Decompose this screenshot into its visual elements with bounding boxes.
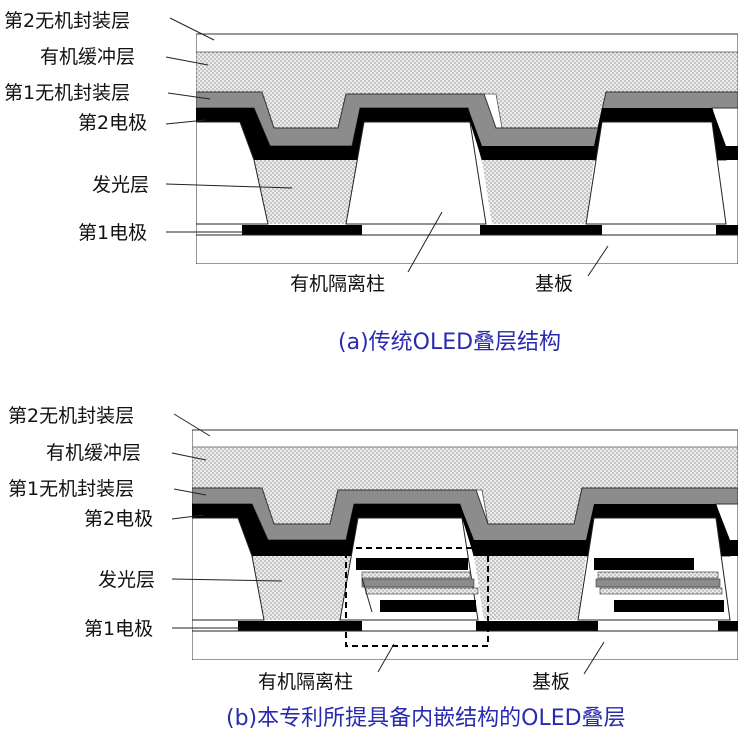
embedded-emitting-top (361, 571, 471, 579)
pillar-left-edge-b (192, 517, 265, 621)
leader-emitting-a (165, 183, 293, 189)
embedded-emitting-mid-2 (599, 587, 723, 595)
leader-pillar-a (407, 211, 443, 273)
organic-pillar-a (345, 121, 487, 225)
panel-a (196, 33, 738, 264)
organic-pillar-a2 (585, 121, 727, 225)
label-emitting-layer-a: 发光层 (92, 174, 149, 196)
label-inorganic-encap-2-b: 第2无机封装层 (8, 405, 134, 427)
electrode-1-b3 (718, 621, 738, 631)
leader-pillar-b (377, 643, 395, 673)
embedded-electrode-bottom (380, 600, 476, 612)
panel-a-labels: 第2无机封装层 有机缓冲层 第1无机封装层 第2电极 发光层 第1电极 有机隔离… (4, 10, 609, 355)
leader-substrate-a (587, 245, 609, 277)
caption-a: (a)传统OLED叠层结构 (338, 330, 561, 355)
label-organic-buffer-b: 有机缓冲层 (46, 442, 141, 464)
label-inorganic-encap-1-b: 第1无机封装层 (8, 478, 134, 500)
leader-buffer-a (165, 56, 209, 66)
label-electrode-2-b: 第2电极 (84, 508, 153, 530)
panel-b (192, 429, 738, 660)
electrode-1-a3 (716, 225, 738, 235)
pillar-left-edge-a (196, 121, 269, 225)
label-inorganic-encap-1-a: 第1无机封装层 (4, 82, 130, 104)
leader-encap-1-b (173, 488, 207, 496)
leader-electrode-2-a (165, 119, 207, 125)
embedded-gray (361, 578, 475, 588)
electrode-1-b (238, 621, 362, 631)
caption-b: (b)本专利所提具备内嵌结构的OLED叠层 (226, 706, 626, 731)
embedded-emitting-mid (365, 587, 479, 595)
electrode-1-a (242, 225, 362, 235)
embedded-gray-2 (595, 578, 721, 588)
embedded-electrode-top-2 (594, 558, 694, 570)
label-emitting-layer-b: 发光层 (98, 569, 155, 591)
label-substrate-a: 基板 (535, 273, 573, 295)
embedded-electrode-bottom-2 (614, 600, 724, 612)
leader-encap-1-a (167, 92, 211, 100)
leader-substrate-b (583, 641, 605, 675)
label-electrode-1-b: 第1电极 (84, 618, 153, 640)
emitting-layer-b2 (474, 556, 586, 620)
leader-buffer-b (171, 452, 207, 461)
electrode-1-b2 (476, 621, 598, 631)
label-organic-pillar-b: 有机隔离柱 (258, 671, 353, 693)
panel-b-labels: 第2无机封装层 有机缓冲层 第1无机封装层 第2电极 发光层 第1电极 有机隔离… (8, 405, 626, 731)
electrode-1-a2 (480, 225, 602, 235)
emitting-layer-b (252, 556, 352, 620)
embedded-emitting-top-2 (597, 571, 719, 579)
leader-encap-2-a (169, 17, 215, 41)
label-inorganic-encap-2-a: 第2无机封装层 (4, 10, 130, 32)
emitting-layer-a2 (482, 160, 594, 224)
label-organic-buffer-a: 有机缓冲层 (40, 46, 135, 68)
emitting-layer-a (254, 160, 358, 224)
leader-emitting-b (171, 578, 283, 582)
label-substrate-b: 基板 (532, 671, 570, 693)
label-electrode-1-a: 第1电极 (78, 222, 147, 244)
leader-electrode-2-b (171, 514, 205, 520)
leader-encap-2-b (173, 413, 211, 437)
embedded-electrode-top (356, 558, 468, 570)
label-organic-pillar-a: 有机隔离柱 (290, 273, 385, 295)
embedded-structure-highlight (345, 547, 489, 647)
label-electrode-2-a: 第2电极 (78, 112, 147, 134)
embedded-slope-1 (361, 577, 373, 613)
